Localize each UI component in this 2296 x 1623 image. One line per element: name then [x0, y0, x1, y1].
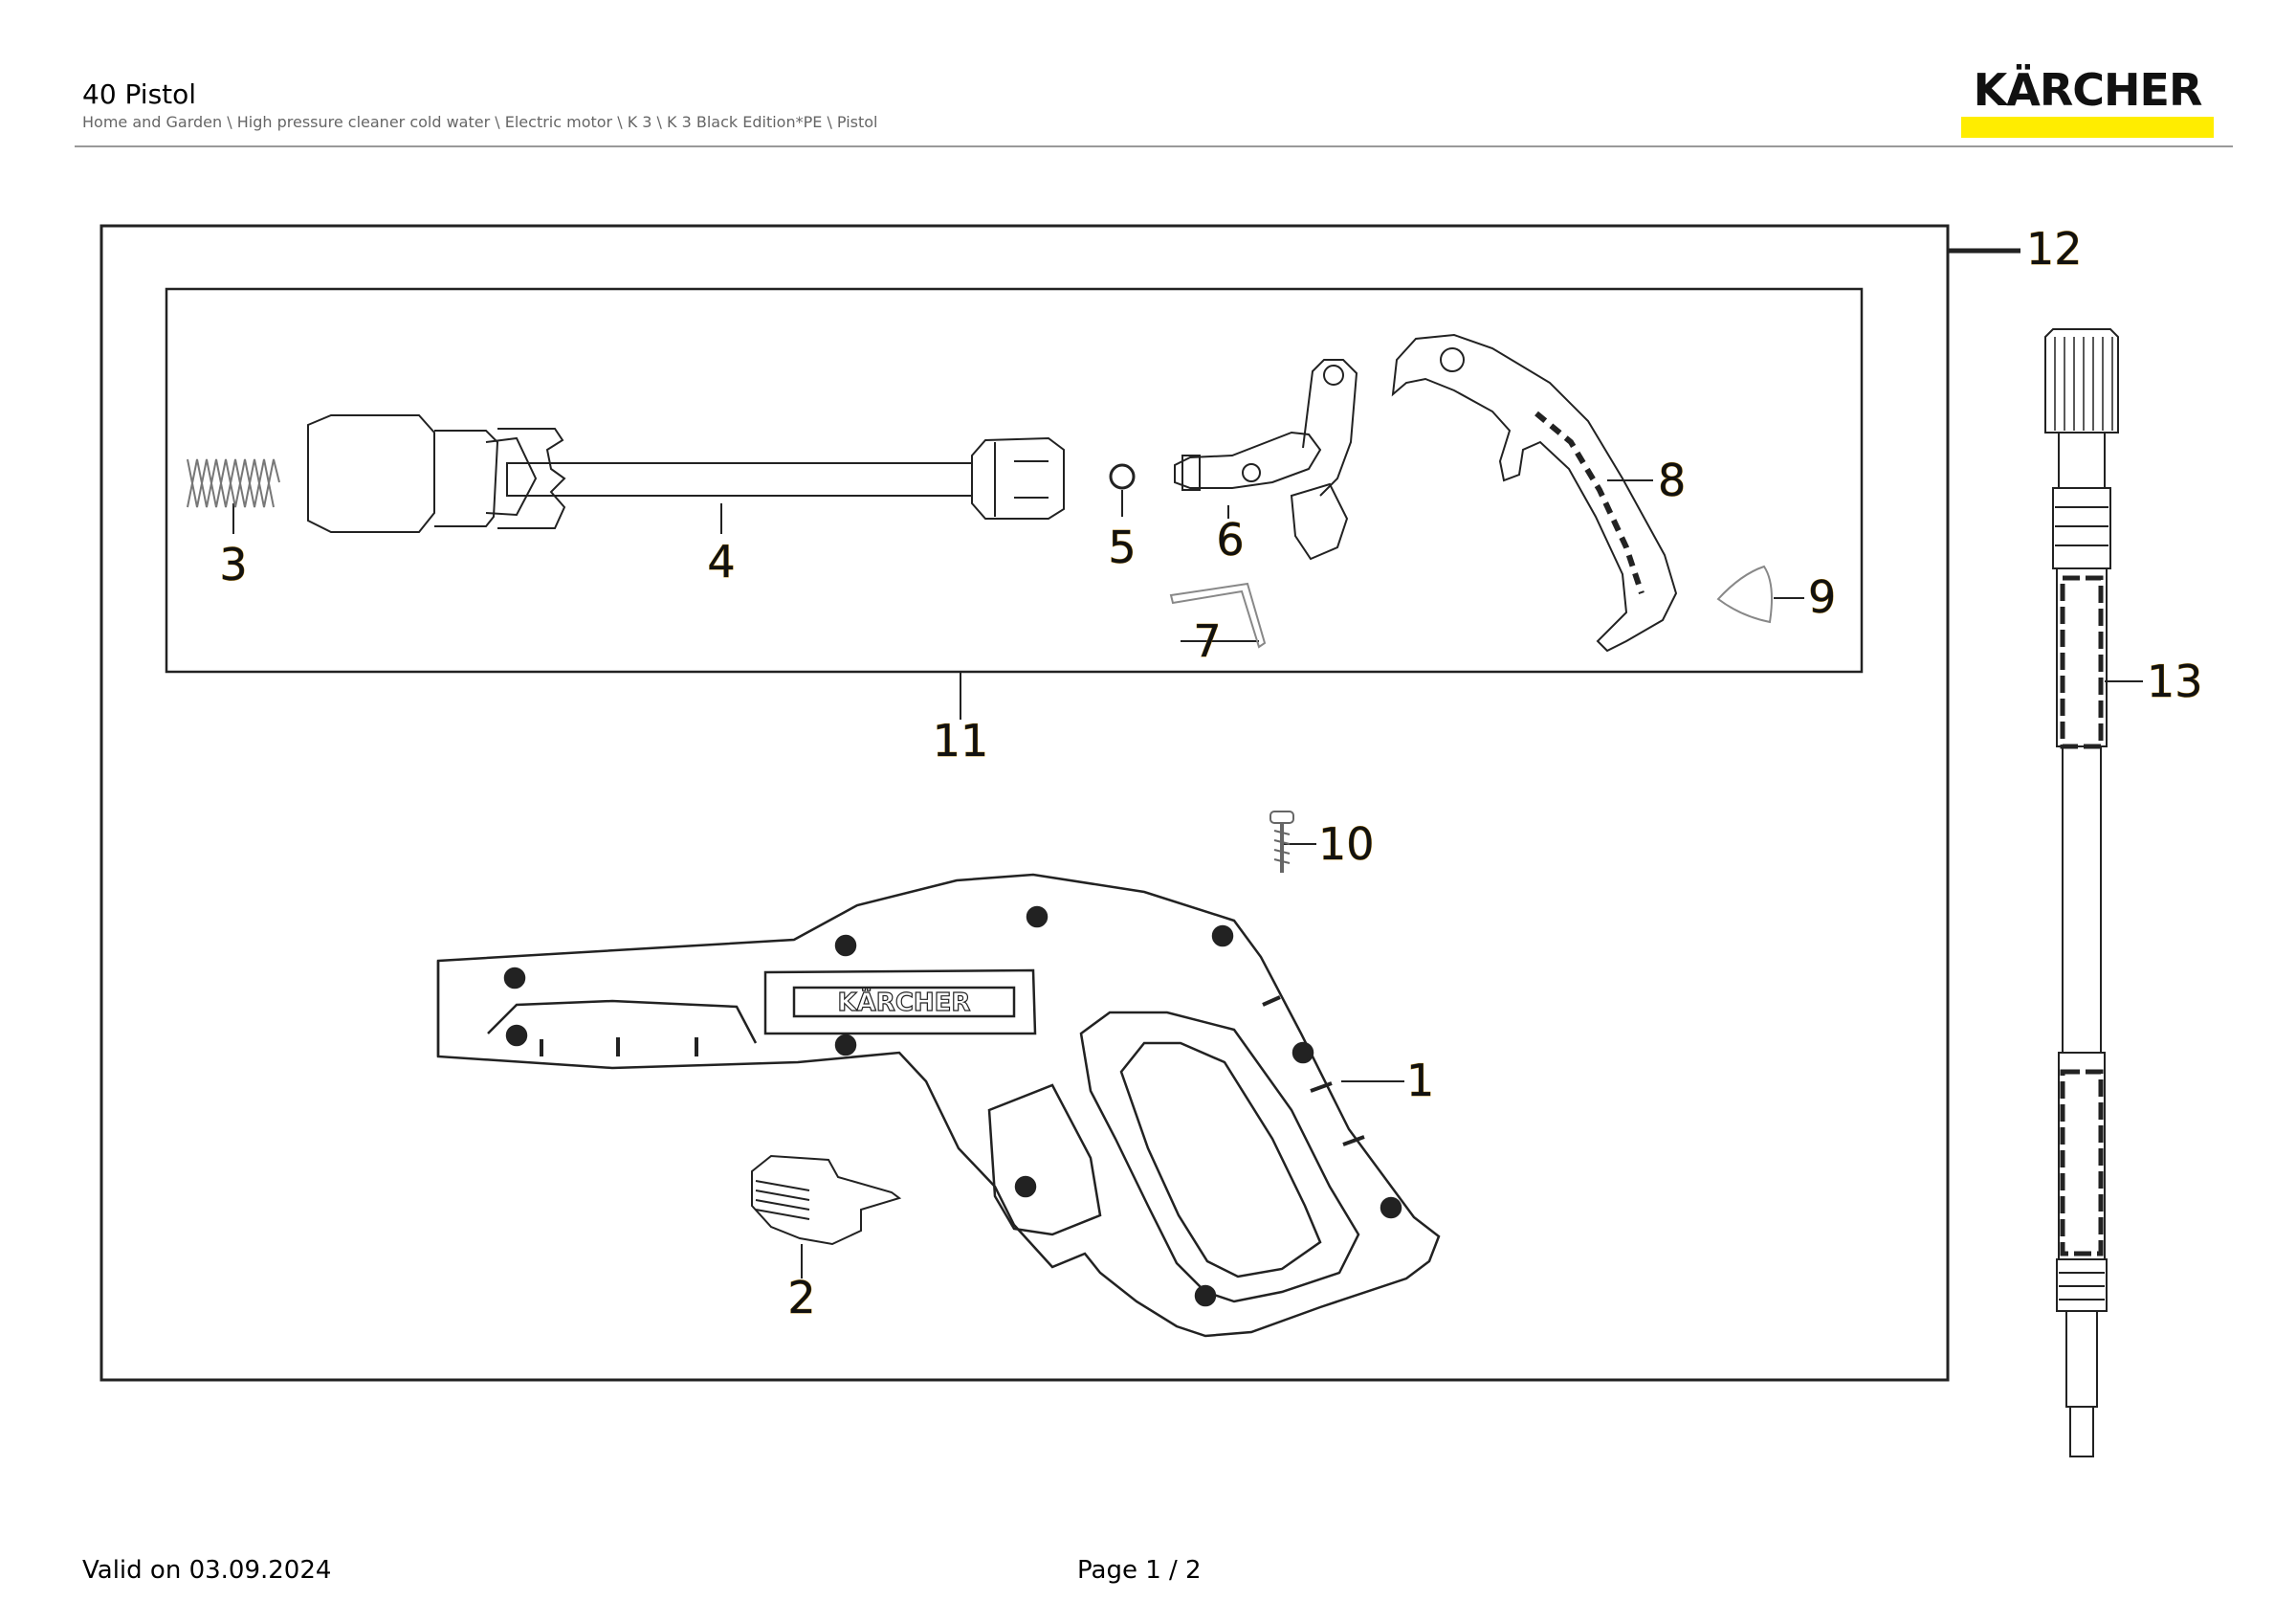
- logo-text: KÄRCHER: [1973, 64, 2203, 116]
- header-divider: [75, 145, 2233, 147]
- safety-clip-part: [751, 1154, 902, 1246]
- part-label-6: 6: [1216, 514, 1244, 566]
- breadcrumb: Home and Garden \ High pressure cleaner …: [82, 113, 878, 131]
- o-ring-part: [1109, 463, 1136, 490]
- part-label-7: 7: [1193, 615, 1221, 667]
- part-label-11: 11: [933, 715, 989, 767]
- part-label-10: 10: [1318, 818, 1375, 870]
- part-label-4: 4: [707, 536, 735, 588]
- handle-shell-part: [1391, 333, 1678, 653]
- part-label-12: 12: [2026, 223, 2083, 275]
- part-label-2: 2: [787, 1272, 815, 1323]
- logo-yellow-bar: [1961, 117, 2214, 138]
- assembly-box-outer: [99, 224, 1950, 1382]
- screw-part: [1269, 811, 1294, 873]
- part-label-8: 8: [1658, 455, 1686, 506]
- valve-body-part: [1174, 359, 1358, 561]
- karcher-logo: KÄRCHER: [1961, 63, 2214, 140]
- page-title: 40 Pistol: [82, 78, 197, 110]
- valid-on-date: Valid on 03.09.2024: [82, 1556, 332, 1585]
- trigger-cap-part: [1716, 565, 1773, 624]
- part-label-3: 3: [219, 539, 247, 590]
- gun-logo-text: KÄRCHER: [838, 987, 971, 1017]
- hex-key-part: [1169, 582, 1267, 649]
- trigger-gun-part: KÄRCHER: [436, 873, 1441, 1338]
- assembly-box-inner: [165, 287, 1864, 674]
- part-label-9: 9: [1808, 571, 1836, 623]
- spray-lance-part: [2044, 328, 2119, 1457]
- spring-part: [187, 458, 280, 508]
- valve-tube-part: [307, 414, 1065, 533]
- part-label-5: 5: [1108, 522, 1136, 573]
- page-number: Page 1 / 2: [1077, 1556, 1202, 1585]
- part-label-1: 1: [1406, 1055, 1434, 1106]
- part-label-13: 13: [2147, 656, 2203, 707]
